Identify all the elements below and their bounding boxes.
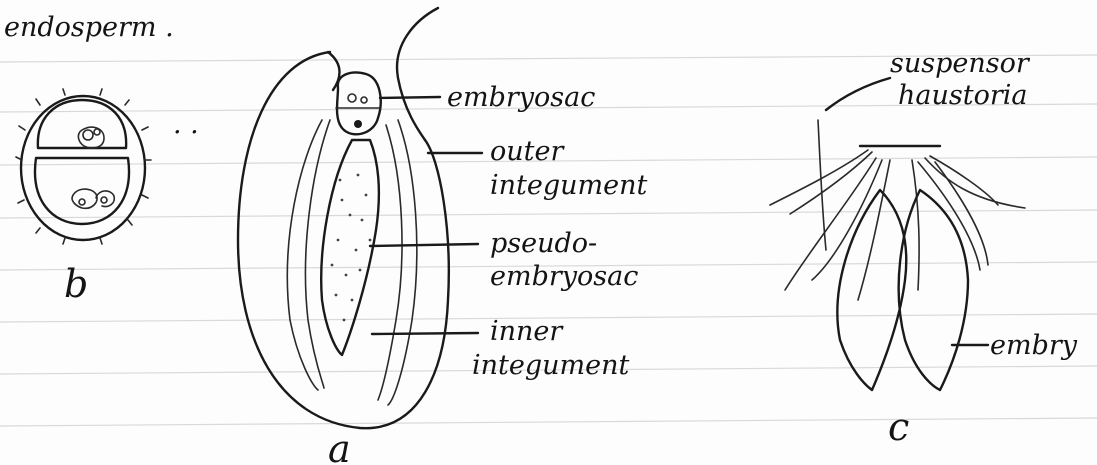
figure-b-letter: b xyxy=(64,262,88,306)
label-suspensor: suspensor xyxy=(890,48,1031,79)
label-embryosac: embryosac xyxy=(447,82,595,113)
label-outer: outer xyxy=(490,136,565,167)
figure-c-letter: c xyxy=(888,405,909,449)
figure-b-dots: . . xyxy=(173,109,199,140)
label-pseudo: pseudo- xyxy=(490,228,597,259)
label-embryo: embry xyxy=(990,330,1078,361)
header-fragment: endosperm . xyxy=(4,12,174,43)
label-outer-integument: integument xyxy=(490,170,647,201)
label-pseudo-embryosac: embryosac xyxy=(490,261,638,292)
label-haustoria: haustoria xyxy=(898,80,1027,111)
figure-a-ovule-section: embryosac outer integument pseudo- embry… xyxy=(238,8,647,465)
pseudo-embryosac-stipple xyxy=(331,174,372,322)
label-inner-integument: integument xyxy=(472,350,629,381)
figure-c-embryo-with-haustoria: suspensor haustoria embry c xyxy=(770,48,1078,449)
figure-a-letter: a xyxy=(328,427,351,465)
figure-b-two-celled-endosperm: . . b xyxy=(16,89,199,306)
label-inner: inner xyxy=(490,316,564,347)
